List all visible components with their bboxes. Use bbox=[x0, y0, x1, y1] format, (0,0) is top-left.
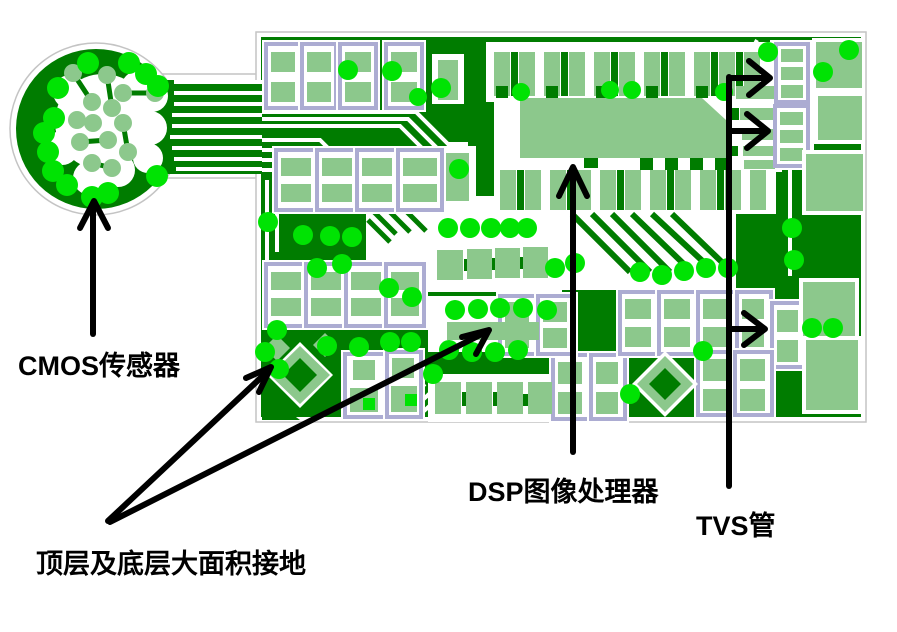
tvs-component-1 bbox=[774, 42, 810, 104]
label-dsp-processor: DSP图像处理器 bbox=[468, 477, 659, 507]
body-vias bbox=[255, 40, 859, 404]
annotation-arrows bbox=[77, 58, 773, 525]
right-edge-pads bbox=[799, 38, 865, 414]
diamond-pads bbox=[264, 333, 698, 417]
label-ground-plane: 顶层及底层大面积接地 bbox=[36, 549, 306, 579]
ground-arrow-2 bbox=[107, 327, 492, 525]
dsp-arrow bbox=[556, 164, 590, 455]
ground-arrow-1 bbox=[105, 364, 274, 524]
flex-neck-traces bbox=[170, 80, 262, 171]
cmos-arrow bbox=[77, 198, 111, 337]
label-tvs-diode: TVS管 bbox=[696, 511, 776, 541]
sensor-head bbox=[33, 52, 262, 208]
tvs-arrows bbox=[726, 58, 773, 489]
tvs-component-2 bbox=[773, 104, 810, 168]
label-cmos-sensor: CMOS传感器 bbox=[18, 351, 180, 381]
sensor-pads bbox=[64, 64, 164, 177]
